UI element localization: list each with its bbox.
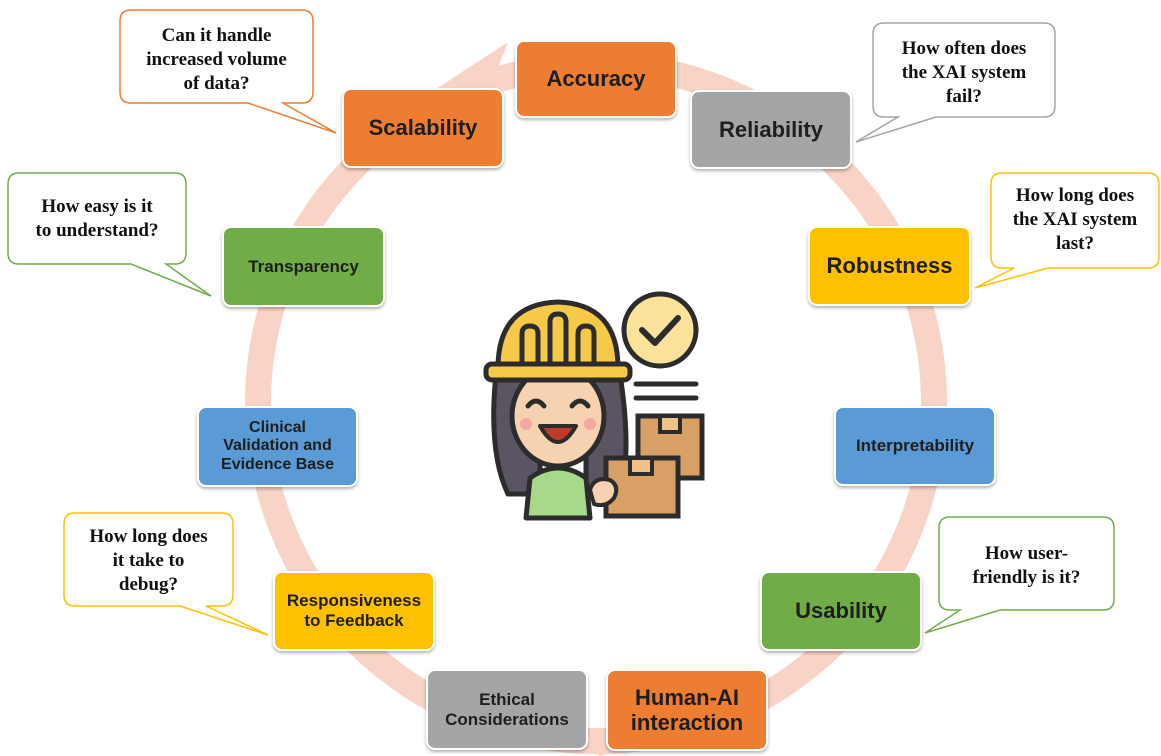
question-reliability: How often does the XAI system fail? bbox=[901, 38, 1027, 107]
worker-with-checkmark-and-boxes-icon bbox=[483, 291, 705, 521]
node-scalability: Scalability bbox=[342, 88, 504, 168]
bubble-usability bbox=[924, 516, 1115, 634]
node-usability: Usability bbox=[760, 571, 922, 651]
bubble-responsiveness bbox=[63, 512, 269, 636]
bubble-robustness bbox=[974, 172, 1160, 289]
bubble-transparency bbox=[7, 172, 212, 297]
node-robustness: Robustness bbox=[808, 226, 971, 306]
question-robustness: How long does the XAI system last? bbox=[1012, 185, 1138, 254]
hard-hat-icon bbox=[483, 299, 633, 383]
list-lines-icon bbox=[633, 381, 699, 401]
node-human-ai-interaction: Human-AI interaction bbox=[606, 669, 768, 751]
node-ethical-considerations: Ethical Considerations bbox=[426, 669, 588, 750]
node-transparency: Transparency bbox=[222, 226, 385, 307]
bubble-scalability bbox=[119, 9, 337, 134]
node-reliability: Reliability bbox=[690, 90, 852, 169]
question-usability: How user- friendly is it? bbox=[972, 543, 1081, 588]
question-responsiveness: How long does it take to debug? bbox=[89, 526, 208, 595]
bubble-reliability bbox=[855, 22, 1056, 143]
node-responsiveness-to-feedback: Responsiveness to Feedback bbox=[273, 571, 435, 651]
node-accuracy: Accuracy bbox=[515, 40, 677, 118]
node-interpretability: Interpretability bbox=[834, 406, 996, 486]
cardboard-boxes-icon bbox=[603, 413, 705, 519]
question-scalability: Can it handle increased volume of data? bbox=[146, 25, 287, 94]
question-transparency: How easy is it to understand? bbox=[35, 196, 159, 241]
checkmark-badge-icon bbox=[621, 291, 699, 369]
node-clinical-validation: Clinical Validation and Evidence Base bbox=[197, 406, 358, 487]
